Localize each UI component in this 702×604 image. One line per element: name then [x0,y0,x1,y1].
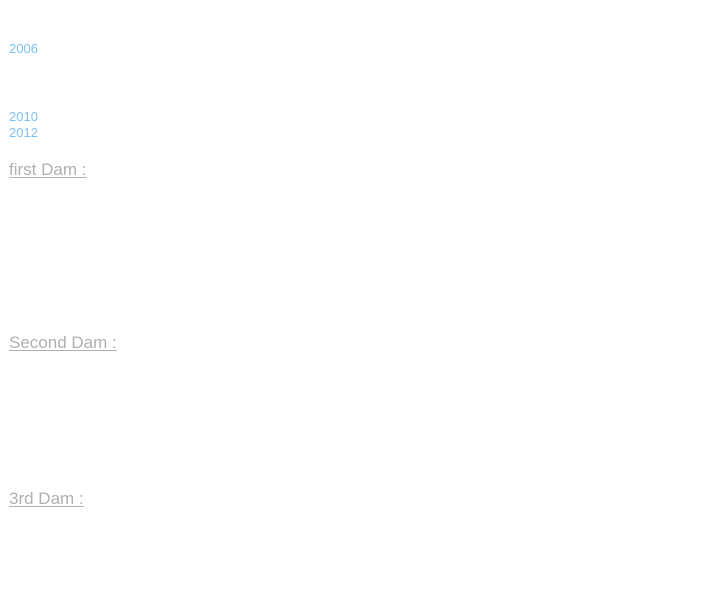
year-link-2010[interactable]: 2010 [9,109,38,124]
first-dam-heading-link[interactable]: first Dam : [9,160,87,179]
year-link-2012[interactable]: 2012 [9,125,38,140]
year-link-2006[interactable]: 2006 [9,41,38,56]
second-dam-heading-link[interactable]: Second Dam : [9,333,117,352]
third-dam-heading-link[interactable]: 3rd Dam : [9,489,84,508]
